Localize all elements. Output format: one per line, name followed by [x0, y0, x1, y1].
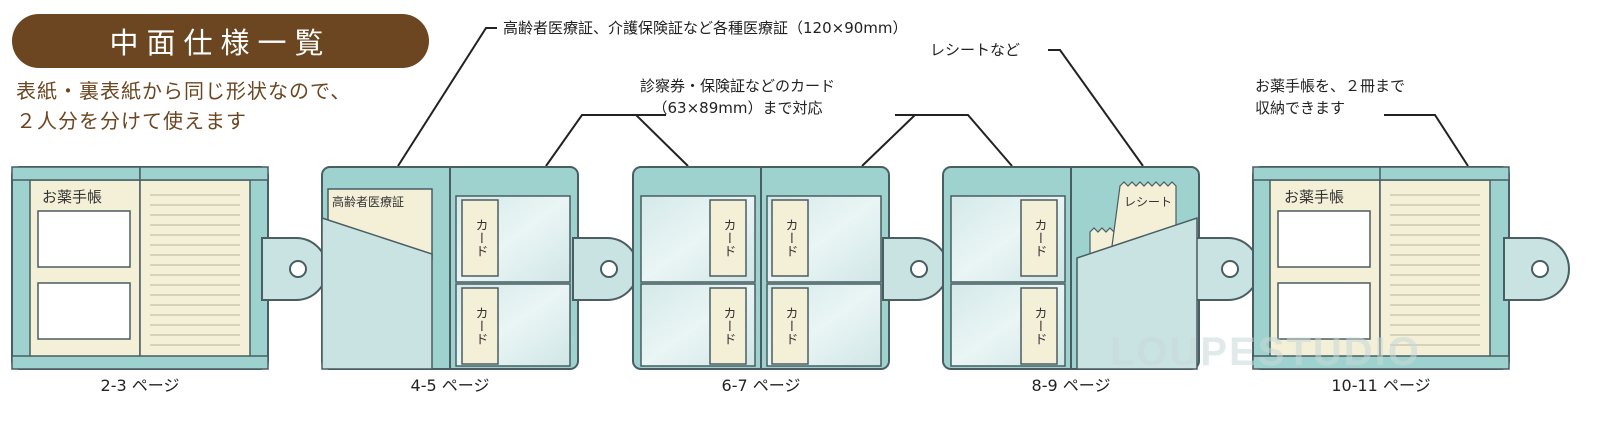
- callout-booklets: お薬手帳を、２冊まで 収納できます: [1255, 75, 1405, 119]
- page-2-3-illustration: お薬手帳: [11, 166, 328, 370]
- callout-booklets-line-1: お薬手帳を、２冊まで: [1255, 77, 1406, 95]
- page-label-2-3: 2-3 ページ: [100, 376, 180, 395]
- callout-cards-line-1: 診察券・保険証などのカード: [640, 77, 836, 95]
- notebook-label-right: お薬手帳: [1284, 188, 1344, 206]
- page-8-9-illustration: カード カード レシート: [942, 166, 1260, 370]
- card-label-6-7-3: カード: [783, 219, 798, 258]
- card-label-6-7-4: カード: [783, 307, 798, 346]
- notebook-label-left: お薬手帳: [42, 188, 102, 206]
- medical-cert-label: 高齢者医療証: [332, 194, 404, 209]
- page-label-6-7: 6-7 ページ: [721, 376, 801, 395]
- callout-cards-line-2: （63×89mm）まで対応: [652, 99, 823, 117]
- callout-booklets-line-2: 収納できます: [1255, 99, 1346, 117]
- callout-cards: 診察券・保険証などのカード （63×89mm）まで対応: [640, 75, 835, 119]
- page-label-8-9: 8-9 ページ: [1031, 376, 1111, 395]
- watermark: LOUPESTUDIO: [1110, 330, 1421, 374]
- page-6-7-illustration: カード カード カード カード: [632, 166, 949, 370]
- intro-line-2: ２人分を分けて使えます: [16, 109, 247, 133]
- card-label-8-9-bottom: カード: [1032, 307, 1047, 346]
- intro-line-1: 表紙・裏表紙から同じ形状なので、: [16, 79, 352, 103]
- card-label-4-5-bottom: カード: [473, 307, 488, 346]
- page-label-10-11: 10-11 ページ: [1331, 376, 1431, 395]
- page-label-4-5: 4-5 ページ: [410, 376, 490, 395]
- page-10-11-illustration: お薬手帳: [1252, 166, 1570, 370]
- intro-text: 表紙・裏表紙から同じ形状なので、 ２人分を分けて使えます: [16, 76, 351, 136]
- card-label-6-7-1: カード: [721, 219, 736, 258]
- header-title: 中面仕様一覧: [12, 14, 429, 68]
- leader-lines: [397, 27, 1469, 167]
- card-label-4-5-top: カード: [473, 219, 488, 258]
- card-label-6-7-2: カード: [721, 307, 736, 346]
- receipt-label: レシート: [1124, 195, 1172, 209]
- page-4-5-illustration: 高齢者医療証 カード カード: [321, 166, 639, 370]
- card-label-8-9-top: カード: [1032, 219, 1047, 258]
- callout-medical-cards: 高齢者医療証、介護保険証など各種医療証（120×90mm）: [503, 19, 908, 37]
- callout-receipts: レシートなど: [930, 41, 1021, 59]
